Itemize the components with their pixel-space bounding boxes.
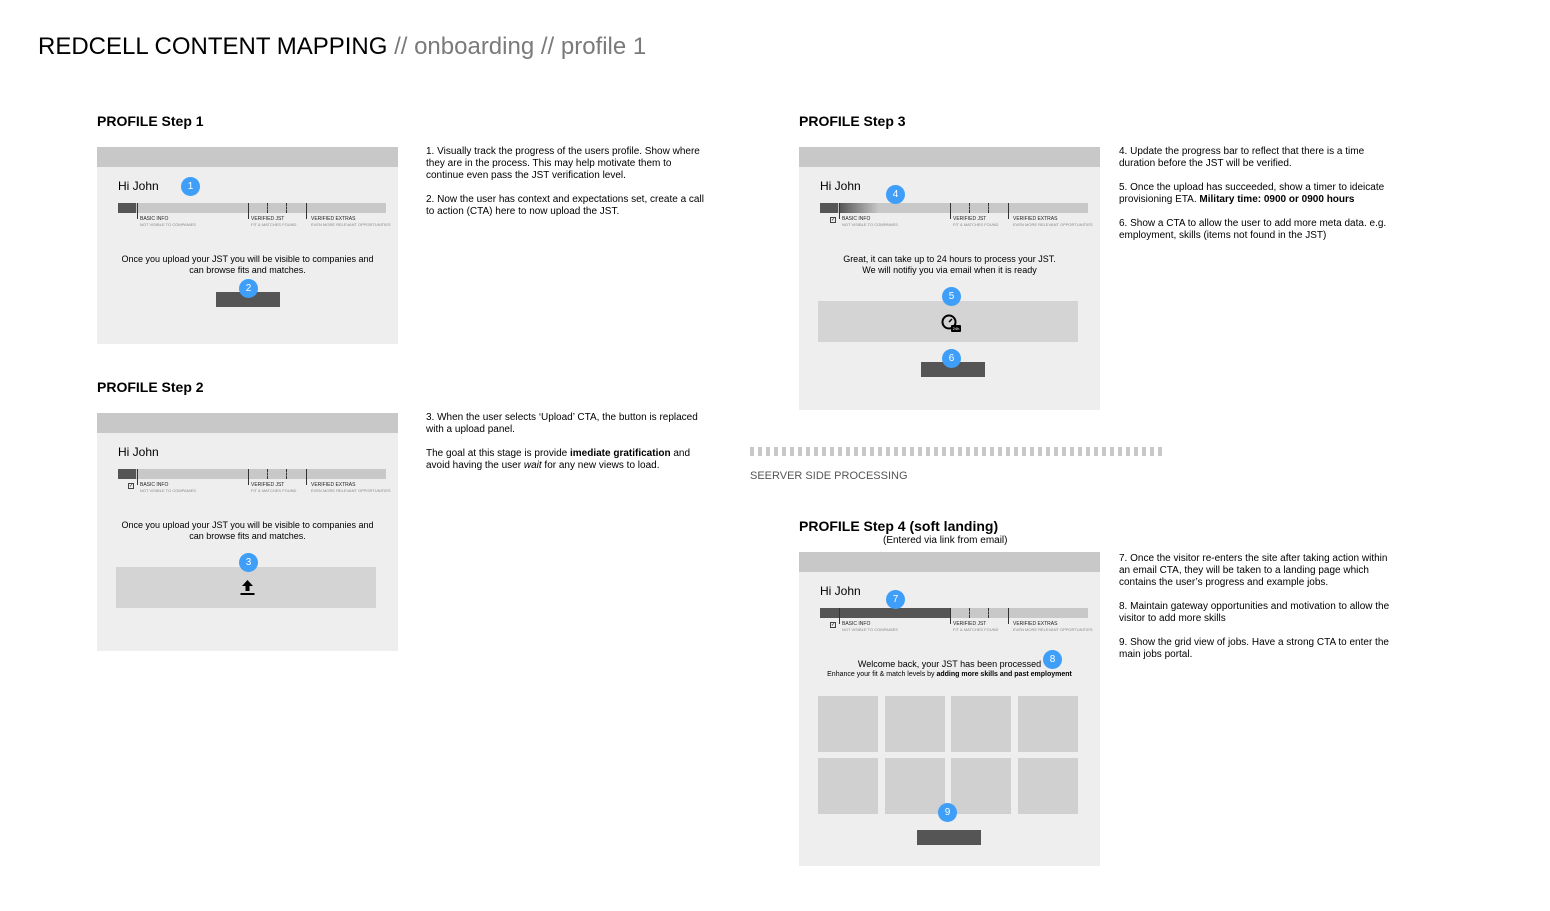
job-card[interactable] bbox=[885, 696, 945, 752]
upload-jst-button[interactable] bbox=[216, 292, 280, 307]
step3-heading: PROFILE Step 3 bbox=[799, 113, 906, 129]
annotation-badge-2: 2 bbox=[239, 279, 258, 298]
checkbox-icon: ✓ bbox=[830, 622, 836, 628]
upload-panel[interactable] bbox=[116, 567, 376, 608]
step2-notes: 3. When the user selects ‘Upload’ CTA, t… bbox=[426, 412, 698, 471]
annotation-badge-4: 4 bbox=[886, 185, 905, 204]
annotation-badge-7: 7 bbox=[886, 590, 905, 609]
server-side-divider bbox=[750, 447, 1163, 456]
checkbox-icon: ✓ bbox=[830, 217, 836, 223]
job-card[interactable] bbox=[818, 696, 878, 752]
step1-heading: PROFILE Step 1 bbox=[97, 113, 204, 129]
timer-icon bbox=[941, 314, 961, 332]
profile-progress-bar bbox=[820, 203, 1088, 219]
page-title: REDCELL CONTENT MAPPING // onboarding //… bbox=[38, 33, 647, 60]
greeting: Hi John bbox=[820, 584, 861, 598]
job-card[interactable] bbox=[885, 758, 945, 814]
welcome-back-message: Welcome back, your JST has been processe… bbox=[827, 659, 1072, 678]
annotation-badge-3: 3 bbox=[239, 553, 258, 572]
step4-subheading: (Entered via link from email) bbox=[883, 535, 1008, 546]
step4-notes: 7. Once the visitor re-enters the site a… bbox=[1119, 553, 1390, 660]
job-card[interactable] bbox=[1018, 758, 1078, 814]
upload-icon bbox=[240, 580, 255, 595]
greeting: Hi John bbox=[118, 445, 159, 459]
step3-notes: 4. Update the progress bar to reflect th… bbox=[1119, 146, 1387, 241]
annotation-badge-1: 1 bbox=[181, 177, 200, 196]
annotation-badge-5: 5 bbox=[942, 287, 961, 306]
enter-jobs-portal-button[interactable] bbox=[917, 830, 981, 845]
job-card[interactable] bbox=[951, 696, 1011, 752]
server-side-label: SEERVER SIDE PROCESSING bbox=[750, 470, 908, 482]
checkbox-icon: ✓ bbox=[128, 483, 134, 489]
greeting: Hi John bbox=[820, 179, 861, 193]
frame-header-bar bbox=[97, 413, 398, 433]
job-card[interactable] bbox=[951, 758, 1011, 814]
upload-prompt-text: Once you upload your JST you will be vis… bbox=[121, 520, 374, 541]
step2-heading: PROFILE Step 2 bbox=[97, 379, 204, 395]
step1-notes: 1. Visually track the progress of the us… bbox=[426, 146, 704, 217]
frame-header-bar bbox=[799, 552, 1100, 572]
annotation-badge-9: 9 bbox=[938, 803, 957, 822]
processing-message: Great, it can take up to 24 hours to pro… bbox=[843, 254, 1056, 275]
annotation-badge-6: 6 bbox=[942, 349, 961, 368]
step4-heading: PROFILE Step 4 (soft landing) bbox=[799, 518, 999, 534]
add-more-info-button[interactable] bbox=[921, 362, 985, 377]
greeting: Hi John bbox=[118, 179, 159, 193]
annotation-badge-8: 8 bbox=[1043, 650, 1062, 669]
frame-header-bar bbox=[799, 147, 1100, 167]
profile-progress-bar bbox=[118, 203, 386, 219]
profile-progress-bar bbox=[820, 608, 1088, 624]
frame-header-bar bbox=[97, 147, 398, 167]
timer-panel: 24h bbox=[818, 301, 1078, 342]
job-card[interactable] bbox=[1018, 696, 1078, 752]
upload-prompt-text: Once you upload your JST you will be vis… bbox=[121, 254, 374, 275]
timer-label: 24h bbox=[952, 326, 960, 331]
job-card[interactable] bbox=[818, 758, 878, 814]
profile-progress-bar bbox=[118, 469, 386, 485]
